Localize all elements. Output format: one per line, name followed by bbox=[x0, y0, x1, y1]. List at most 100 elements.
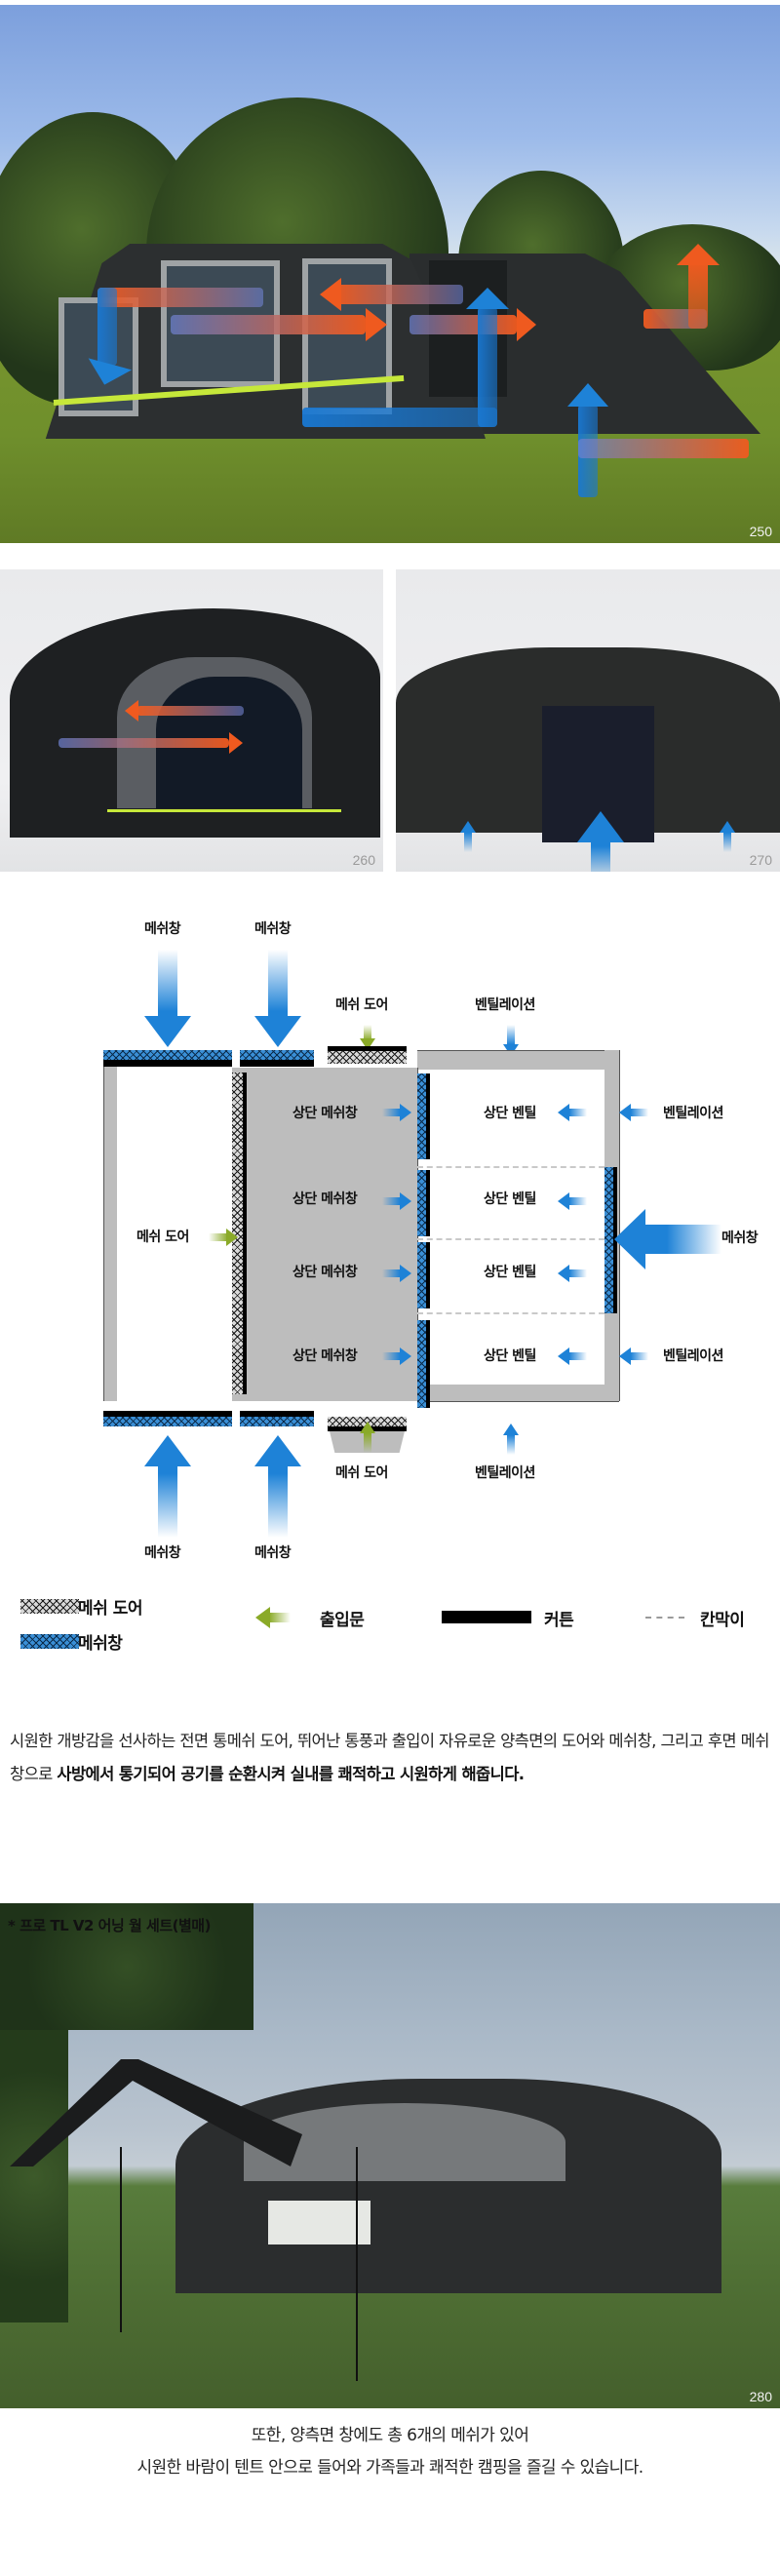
partition-line bbox=[417, 1238, 604, 1240]
curtain bbox=[426, 1320, 430, 1408]
label-top-mid-window: 메쉬창 bbox=[254, 921, 292, 937]
airflow-arrowhead bbox=[677, 244, 720, 265]
entrance-arrow bbox=[360, 1422, 375, 1457]
curtain bbox=[426, 1170, 430, 1236]
airflow-up-arrow bbox=[460, 821, 476, 852]
curtain bbox=[240, 1060, 314, 1067]
airflow-arrow bbox=[171, 315, 366, 334]
label-upper-mesh-window: 상단 메쉬창 bbox=[292, 1191, 358, 1207]
caption-line-2: 시원한 바람이 텐트 안으로 들어와 가족들과 쾌적한 캠핑을 즐길 수 있습니… bbox=[136, 2458, 644, 2478]
legend-partition: 칸막이 bbox=[700, 1611, 745, 1630]
mesh-window-top-mid bbox=[240, 1050, 314, 1060]
airflow-arrowhead bbox=[517, 308, 536, 341]
photo-number: 250 bbox=[749, 524, 772, 539]
tent-ventilation-photo: 250 bbox=[0, 5, 780, 543]
legend-mesh-window: 메쉬창 bbox=[78, 1634, 123, 1654]
label-top-left-window: 메쉬창 bbox=[144, 921, 181, 937]
label-left-door: 메쉬 도어 bbox=[136, 1229, 189, 1245]
label-upper-mesh-window: 상단 메쉬창 bbox=[292, 1106, 358, 1121]
mesh-window-right bbox=[604, 1167, 613, 1313]
curtain bbox=[240, 1411, 314, 1417]
label-upper-mesh-window: 상단 메쉬창 bbox=[292, 1265, 358, 1280]
partition-line bbox=[417, 1312, 604, 1314]
ventilation-description: 시원한 개방감을 선사하는 전면 통메쉬 도어, 뛰어난 통풍과 출입이 자유로… bbox=[10, 1725, 774, 1791]
airflow-arrowhead bbox=[125, 700, 138, 722]
upper-mesh-window bbox=[417, 1320, 426, 1408]
awning-pole bbox=[356, 2147, 358, 2381]
label-bottom-door: 메쉬 도어 bbox=[335, 1465, 388, 1481]
awning-pole bbox=[120, 2147, 122, 2332]
mesh-window-bottom-mid bbox=[240, 1417, 314, 1426]
airflow-up-arrow bbox=[144, 1435, 191, 1538]
airflow-left-arrow bbox=[558, 1192, 587, 1210]
airflow-arrowhead bbox=[229, 732, 243, 754]
label-top-door: 메쉬 도어 bbox=[335, 997, 388, 1013]
airflow-arrowhead bbox=[567, 383, 608, 407]
legend-mesh-door-swatch bbox=[20, 1599, 79, 1614]
airflow-arrow bbox=[688, 260, 708, 329]
partition-line bbox=[417, 1166, 604, 1168]
legend-mesh-door: 메쉬 도어 bbox=[78, 1599, 142, 1619]
label-right-ventilation-bottom: 벤틸레이션 bbox=[663, 1348, 723, 1364]
label-bottom-mid-window: 메쉬창 bbox=[254, 1545, 292, 1561]
airflow-arrow bbox=[578, 439, 749, 458]
label-upper-vent: 상단 벤틸 bbox=[484, 1348, 536, 1364]
airflow-arrow bbox=[302, 408, 497, 427]
mesh-window-bottom-left bbox=[103, 1417, 232, 1426]
label-upper-mesh-window: 상단 메쉬창 bbox=[292, 1348, 358, 1364]
airflow-right-arrow bbox=[382, 1265, 411, 1282]
airflow-left-arrow bbox=[558, 1104, 587, 1121]
description-normal: 시원한 개방감을 선사하는 전면 통메쉬 도어, 뛰어난 통풍과 출입이 자유로… bbox=[10, 1731, 769, 1783]
airflow-arrow bbox=[336, 285, 463, 304]
label-upper-vent: 상단 벤틸 bbox=[484, 1191, 536, 1207]
curtain bbox=[426, 1073, 430, 1159]
photo-number: 280 bbox=[749, 2389, 772, 2404]
airflow-up-arrow bbox=[254, 1435, 301, 1538]
airflow-right-arrow bbox=[382, 1104, 411, 1121]
upper-mesh-window bbox=[417, 1073, 426, 1159]
curtain bbox=[243, 1073, 247, 1394]
curtain bbox=[103, 1411, 232, 1417]
wall-bottom-right bbox=[417, 1385, 619, 1402]
airflow-down-arrow bbox=[144, 950, 191, 1052]
label-top-ventilation: 벤틸레이션 bbox=[475, 997, 535, 1013]
vestibule-area bbox=[232, 1068, 418, 1401]
airflow-up-arrow bbox=[720, 821, 735, 852]
tree bbox=[0, 1903, 254, 2030]
airflow-arrow bbox=[136, 706, 244, 716]
mesh-door-top bbox=[328, 1051, 407, 1064]
airflow-arrowhead bbox=[366, 308, 387, 341]
airflow-arrow bbox=[410, 315, 517, 334]
legend-entrance: 출입문 bbox=[320, 1611, 365, 1630]
label-right-window: 메쉬창 bbox=[722, 1230, 759, 1246]
label-upper-vent: 상단 벤틸 bbox=[484, 1106, 536, 1121]
wall-left bbox=[103, 1050, 117, 1401]
mesh-window-top-left bbox=[103, 1050, 232, 1060]
airflow-right-arrow bbox=[382, 1192, 411, 1210]
airflow-right-arrow bbox=[382, 1347, 411, 1365]
airflow-down-arrow bbox=[254, 950, 301, 1052]
tent-awning-photo: * 프로 TL V2 어닝 월 세트(별매) 280 bbox=[0, 1903, 780, 2408]
entrance-arrow bbox=[209, 1229, 238, 1246]
legend-curtain-swatch bbox=[442, 1611, 531, 1623]
awning-set-note: * 프로 TL V2 어닝 월 세트(별매) bbox=[8, 1917, 211, 1934]
label-right-ventilation-top: 벤틸레이션 bbox=[663, 1106, 723, 1121]
description-bold: 사방에서 통기되어 공기를 순환시켜 실내를 쾌적하고 시원하게 해줍니다. bbox=[57, 1764, 525, 1783]
airflow-arrow bbox=[98, 288, 263, 307]
photo-number: 260 bbox=[352, 852, 375, 868]
legend-partition-swatch bbox=[645, 1617, 684, 1619]
airflow-up-arrow bbox=[577, 811, 624, 872]
ventilation-arrow bbox=[619, 1104, 648, 1121]
ventilation-arrow bbox=[619, 1347, 648, 1365]
airflow-left-arrow bbox=[558, 1347, 587, 1365]
legend-curtain: 커튼 bbox=[544, 1611, 574, 1630]
ventilation-arrow bbox=[503, 1424, 519, 1455]
tree bbox=[0, 2030, 68, 2322]
tent-rear-photo: 270 bbox=[396, 569, 780, 872]
curtain bbox=[426, 1242, 430, 1308]
airflow-arrow bbox=[478, 307, 497, 427]
wall-top-right bbox=[417, 1050, 620, 1070]
upper-mesh-window bbox=[417, 1170, 426, 1236]
airflow-arrowhead bbox=[320, 278, 341, 311]
table-cloth bbox=[268, 2201, 370, 2244]
